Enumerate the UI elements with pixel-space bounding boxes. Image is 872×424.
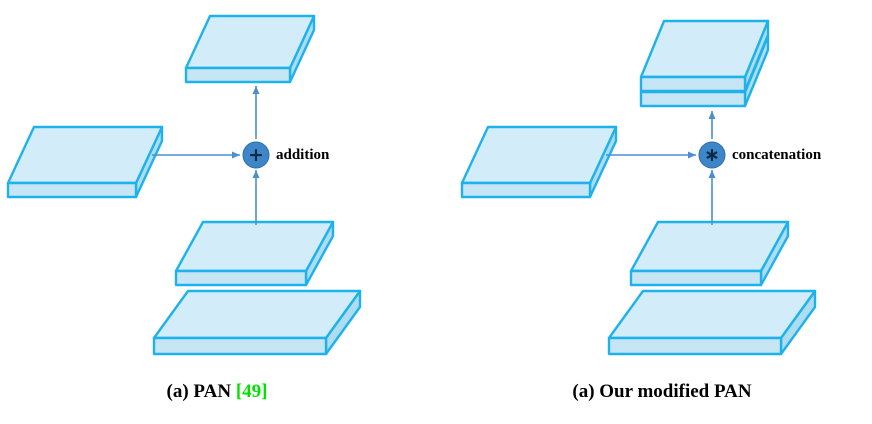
mod-mid-map-front-face bbox=[629, 269, 763, 287]
pan-input-map-top-face bbox=[6, 125, 164, 185]
addition-node: + bbox=[242, 141, 270, 169]
mod-output-map-upper bbox=[639, 19, 770, 93]
pan-input-map bbox=[6, 125, 164, 199]
plus-icon: + bbox=[248, 144, 264, 166]
addition-label: addition bbox=[276, 147, 330, 163]
mod-bottom-map-top-face bbox=[607, 289, 817, 340]
mod-bottom-map bbox=[607, 289, 817, 356]
mod-bottom-map-front-face bbox=[607, 336, 783, 356]
mod-input-map-top-face bbox=[460, 125, 618, 185]
mod-mid-map bbox=[629, 220, 790, 287]
pan-mid-map-front-face bbox=[174, 269, 308, 287]
pan-output-map bbox=[184, 14, 316, 84]
pan-input-map-front-face bbox=[6, 181, 138, 199]
pan-output-map-front-face bbox=[184, 66, 292, 84]
pan-bottom-map-top-face bbox=[152, 289, 362, 340]
mod-input-map-front-face bbox=[460, 181, 592, 199]
addition-circle bbox=[242, 141, 270, 169]
pan-mid-map-top-face bbox=[174, 220, 335, 273]
concatenation-label: concatenation bbox=[732, 147, 822, 163]
concatenation-circle bbox=[698, 141, 726, 169]
figure-svg: + addition ∗ concatenation bbox=[6, 14, 822, 356]
mod-input-map bbox=[460, 125, 618, 199]
caption-pan: (a) PAN [49] bbox=[167, 381, 268, 403]
concatenation-node: ∗ bbox=[698, 141, 726, 169]
caption-pan-reference: [49] bbox=[235, 381, 268, 402]
feature-map-shapes-layer bbox=[6, 14, 817, 356]
mod-mid-map-top-face bbox=[629, 220, 790, 273]
mod-output-map-upper-top-face bbox=[639, 19, 770, 79]
pan-bottom-map bbox=[152, 289, 362, 356]
caption-modified-pan: (a) Our modified PAN bbox=[572, 381, 751, 403]
pan-output-map-top-face bbox=[184, 14, 316, 70]
asterisk-icon: ∗ bbox=[704, 144, 720, 166]
mod-output-map-upper-front-face bbox=[639, 75, 747, 93]
mod-output-map-lower-front-face bbox=[639, 90, 747, 108]
caption-pan-text: (a) PAN bbox=[166, 381, 236, 402]
caption-modified-pan-text: (a) Our modified PAN bbox=[572, 381, 752, 402]
pan-mid-map bbox=[174, 220, 335, 287]
pan-bottom-map-front-face bbox=[152, 336, 328, 356]
